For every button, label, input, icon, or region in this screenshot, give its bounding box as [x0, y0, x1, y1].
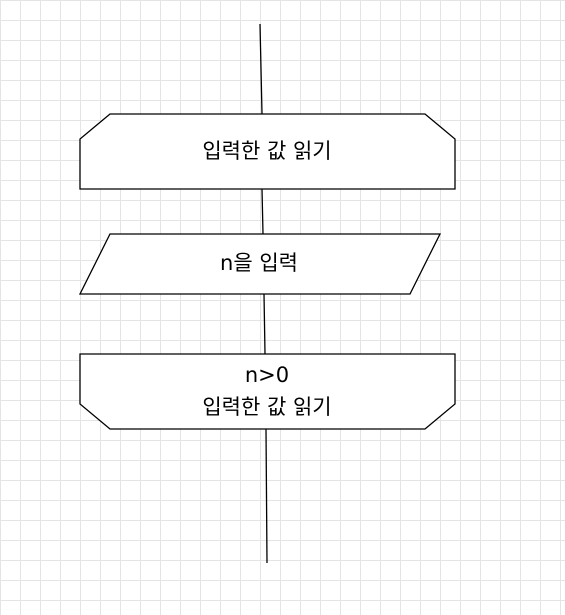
loop-end-outline	[79, 353, 456, 430]
loop-end-shape[interactable]: n>0 입력한 값 읽기	[79, 353, 456, 430]
input-outline	[78, 233, 442, 295]
loop-start-shape[interactable]: 입력한 값 읽기	[79, 113, 456, 190]
flow-line-input-to-loop-end	[263, 293, 266, 355]
loop-start-label: 입력한 값 읽기	[202, 139, 331, 163]
input-shape[interactable]: n을 입력	[78, 233, 442, 295]
flow-line-loop-to-input	[261, 188, 264, 235]
flow-line-bottom	[265, 428, 268, 564]
loop-end-condition: n>0	[245, 363, 289, 387]
flow-line-top	[259, 23, 263, 115]
loop-start-outline	[79, 113, 456, 190]
loop-end-label: 입력한 값 읽기	[202, 395, 331, 419]
input-label: n을 입력	[220, 251, 298, 275]
